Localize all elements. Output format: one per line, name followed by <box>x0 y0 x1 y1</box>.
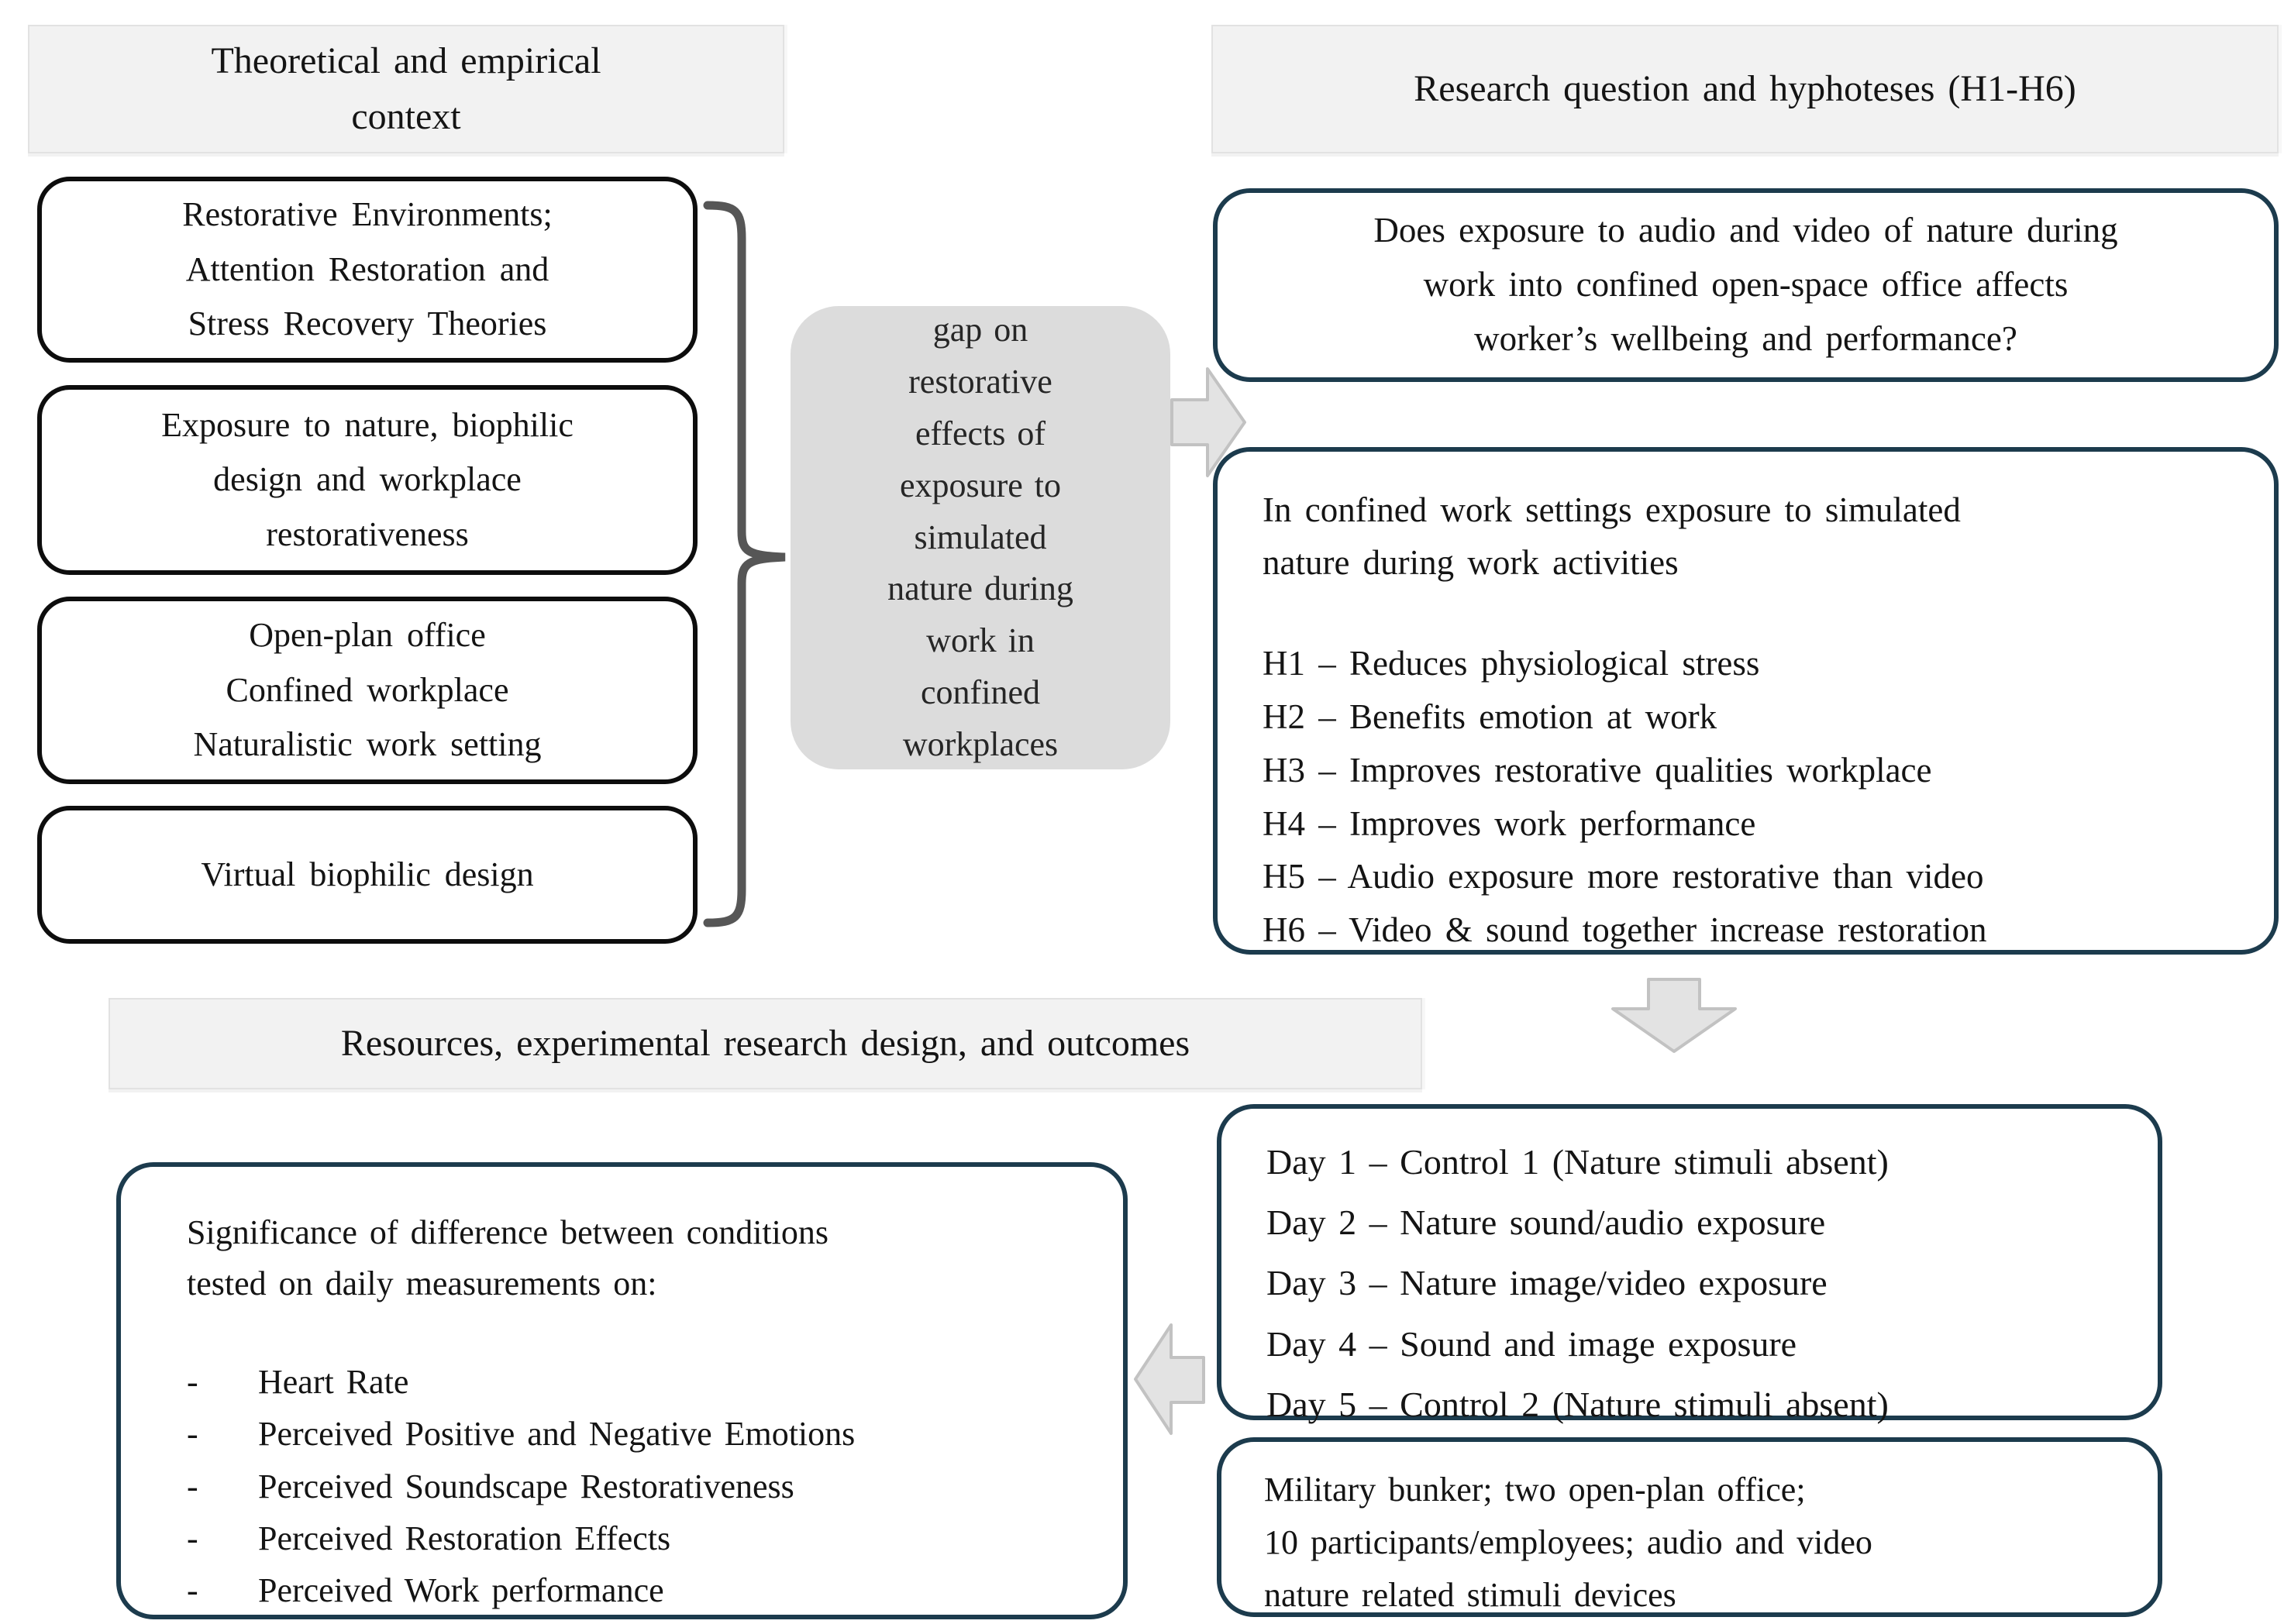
research-question-header: Research question and hyphoteses (H1-H6) <box>1211 25 2279 153</box>
hypothesis-item: H2 – Benefits emotion at work <box>1263 697 1717 736</box>
day-item: Day 1 – Control 1 (Nature stimuli absent… <box>1266 1142 1889 1182</box>
experiment-days-box: Day 1 – Control 1 (Nature stimuli absent… <box>1217 1104 2162 1424</box>
curly-brace-right-icon <box>700 198 791 930</box>
outcome-item-label: Perceived Soundscape Restorativeness <box>258 1467 794 1505</box>
resources-design-header: Resources, experimental research design,… <box>109 998 1422 1089</box>
outcome-item-label: Perceived Positive and Negative Emotions <box>258 1415 856 1454</box>
outcome-item-label: Perceived Restoration Effects <box>258 1519 671 1557</box>
hypotheses-box: In confined work settings exposure to si… <box>1213 447 2279 955</box>
outcome-item: - Perceived Soundscape Restorativeness <box>187 1461 1100 1512</box>
block-arrow-down-icon <box>1610 978 1738 1054</box>
theory-box-virtual-biophilic: Virtual biophilic design <box>37 806 698 944</box>
dash-bullet: - <box>187 1363 198 1401</box>
outcome-item: - Perceived Work performance <box>187 1564 1100 1616</box>
dash-bullet: - <box>187 1519 198 1557</box>
dash-bullet: - <box>187 1415 198 1454</box>
day-item: Day 4 – Sound and image exposure <box>1266 1323 1797 1364</box>
block-arrow-left-icon <box>1132 1317 1205 1441</box>
outcome-item-label: Perceived Work performance <box>258 1571 664 1610</box>
hypotheses-intro: In confined work settings exposure to si… <box>1263 490 1961 582</box>
dash-bullet: - <box>187 1571 198 1610</box>
outcomes-intro: Significance of difference between condi… <box>187 1213 829 1302</box>
outcome-item: - Perceived Positive and Negative Emotio… <box>187 1408 1100 1460</box>
outcome-item-label: Heart Rate <box>258 1363 409 1401</box>
block-arrow-right-icon <box>1170 361 1248 483</box>
theory-box-restorative-environments: Restorative Environments; Attention Rest… <box>37 177 698 363</box>
dash-bullet: - <box>187 1467 198 1505</box>
hypothesis-item: H6 – Video & sound together increase res… <box>1263 910 1987 950</box>
outcome-item: - Perceived Restoration Effects <box>187 1512 1100 1564</box>
theory-box-exposure-nature: Exposure to nature, biophilic design and… <box>37 385 698 575</box>
theoretical-context-header: Theoretical and empirical context <box>28 25 784 153</box>
outcome-item: - Heart Rate <box>187 1356 1100 1408</box>
experimental-setting-box: Military bunker; two open-plan office; 1… <box>1217 1437 2162 1617</box>
hypothesis-item: H1 – Reduces physiological stress <box>1263 644 1760 683</box>
research-gap-box: gap on restorative effects of exposure t… <box>791 306 1170 769</box>
hypothesis-item: H3 – Improves restorative qualities work… <box>1263 750 1932 790</box>
outcomes-box: Significance of difference between condi… <box>116 1162 1128 1619</box>
research-question-box: Does exposure to audio and video of natu… <box>1213 188 2279 382</box>
hypothesis-item: H5 – Audio exposure more restorative tha… <box>1263 857 1984 896</box>
hypothesis-item: H4 – Improves work performance <box>1263 803 1756 843</box>
theory-box-open-plan-office: Open-plan office Confined workplace Natu… <box>37 597 698 784</box>
day-item: Day 3 – Nature image/video exposure <box>1266 1263 1828 1303</box>
day-item: Day 2 – Nature sound/audio exposure <box>1266 1203 1826 1243</box>
day-item: Day 5 – Control 2 (Nature stimuli absent… <box>1266 1384 1889 1424</box>
